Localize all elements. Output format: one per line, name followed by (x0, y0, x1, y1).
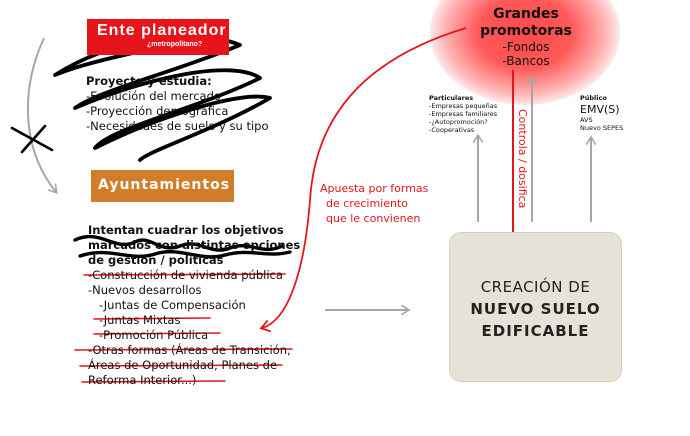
ayuntamientos-item: -Juntas de Compensación (99, 298, 246, 312)
ayuntamientos-item: -Otras formas (Áreas de Transición, (88, 343, 291, 357)
publico-item: AVS (580, 116, 593, 124)
ente-item: -Evolución del mercado (86, 89, 221, 103)
ayuntamientos-item: -Nuevos desarrollos (88, 283, 202, 297)
ente-planeador-box: Ente planeador ¿metropolitano? (87, 19, 229, 55)
controla-label-wrap: Controla / dosifica (496, 105, 550, 208)
publico-block: Público EMV(S) AVS Nuevo SEPES (580, 94, 623, 132)
ayuntamientos-text-block: Intentan cuadrar los objetivos marcados … (88, 223, 300, 388)
apuesta-line: de crecimiento (326, 197, 409, 210)
ayuntamientos-title: Ayuntamientos (98, 177, 231, 193)
particulares-item: -Empresas familiares (429, 110, 498, 118)
grandes-item: -Bancos (502, 54, 550, 68)
ayuntamientos-item: -Juntas Mixtas (99, 313, 181, 327)
publico-main: EMV(S) (580, 103, 620, 116)
publico-item: Nuevo SEPES (580, 124, 624, 132)
ayuntamientos-item: -Promoción Pública (99, 328, 209, 342)
ente-planeador-title: Ente planeador (97, 22, 227, 39)
creacion-line: NUEVO SUELO (470, 300, 601, 318)
particulares-item: -Empresas pequeñas (429, 102, 498, 110)
strike-lines (74, 273, 293, 383)
ayuntamientos-heading-line: de gestión / políticas (88, 253, 224, 267)
ente-item: -Proyección demográfica (86, 104, 229, 118)
grandes-promotoras-text: Grandes promotoras -Fondos -Bancos (466, 6, 586, 68)
ayuntamientos-item: Áreas de Oportunidad, Planes de (88, 358, 278, 372)
grandes-item: -Fondos (502, 40, 550, 54)
particulares-item: -¿Autopromoción? (429, 118, 488, 126)
grandes-title-line: promotoras (480, 23, 572, 39)
publico-title: Público (580, 94, 607, 102)
controla-label: Controla / dosifica (516, 109, 529, 209)
cross-mark (10, 124, 54, 154)
creacion-line: EDIFICABLE (481, 322, 590, 340)
creacion-line: CREACIÓN DE (480, 278, 591, 296)
grandes-title-line: Grandes (493, 6, 559, 22)
ayuntamientos-item: Reforma Interior...) (88, 373, 197, 387)
ayuntamientos-item: -Construcción de vivienda pública (88, 268, 283, 282)
particulares-item: -Cooperativas (429, 126, 475, 134)
ayuntamientos-heading-line: marcados con distintas opciones (88, 238, 301, 252)
particulares-title: Particulares (429, 94, 474, 102)
scribble-middle (73, 234, 292, 259)
ente-heading: Proyecta y estudia: (86, 74, 212, 88)
apuesta-line: Apuesta por formas (320, 182, 429, 195)
ayuntamientos-heading-line: Intentan cuadrar los objetivos (88, 223, 284, 237)
gray-curve-arrow (26, 37, 56, 192)
ente-item: -Necesidades de suelo y su tipo (86, 119, 269, 133)
ente-planeador-subtitle: ¿metropolitano? (147, 41, 203, 48)
red-curve-arrow (262, 27, 467, 328)
creacion-suelo-box: CREACIÓN DE NUEVO SUELO EDIFICABLE (449, 232, 622, 382)
ente-text-block: Proyecta y estudia: -Evolución del merca… (86, 74, 269, 134)
particulares-block: Particulares -Empresas pequeñas -Empresa… (429, 94, 497, 134)
ayuntamientos-box: Ayuntamientos (91, 170, 234, 202)
apuesta-line: que le convienen (326, 212, 421, 225)
apuesta-label: Apuesta por formas de crecimiento que le… (320, 181, 428, 226)
